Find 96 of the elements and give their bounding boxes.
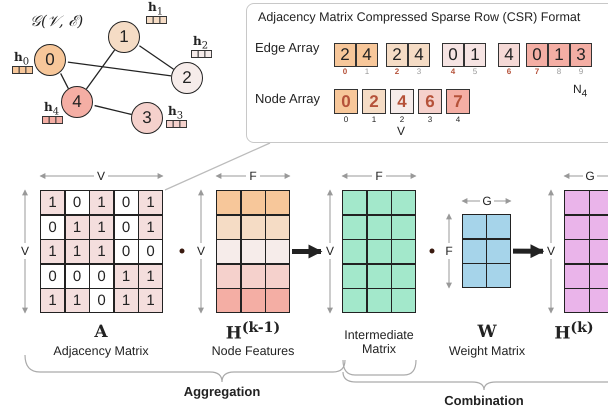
matrix-cell: 1 (41, 289, 64, 312)
index-number: 2 (398, 116, 406, 124)
matrix-symbol: W (476, 322, 498, 342)
index-number: 0 (342, 116, 350, 124)
graph-edge (139, 45, 174, 70)
matrix-cell: 0 (41, 264, 64, 288)
csr-panel (246, 3, 608, 143)
dimension-label: V (544, 243, 558, 259)
row-label: Node Array (255, 92, 320, 105)
index-number: 1 (364, 68, 370, 76)
graph-node: 2 (171, 62, 203, 94)
array-cell: 4 (408, 43, 430, 67)
matrix-cell: 0 (66, 264, 88, 288)
graph-node: 4 (61, 86, 93, 118)
index-number: 4 (450, 68, 456, 76)
matrix-cell: 0 (114, 191, 138, 214)
arrow (513, 244, 544, 258)
matrix-cell: 0 (66, 191, 88, 214)
array-cell: 4 (498, 43, 520, 67)
array-cell: 2 (362, 89, 386, 114)
index-number: 7 (534, 68, 540, 76)
matrix-cell: 0 (90, 289, 113, 312)
graph-edge (60, 73, 69, 89)
matrix-cell: 1 (114, 264, 138, 288)
matrix-cell: 1 (41, 240, 64, 263)
matrix-cell: 1 (139, 264, 162, 288)
matrix-caption: Node Features (210, 344, 296, 358)
arrow (292, 244, 322, 258)
node-label: h$_{2}$ (193, 34, 208, 52)
array-cell: 0 (334, 89, 358, 114)
graph-edge (68, 61, 172, 77)
graph-node: 0 (34, 44, 66, 76)
matrix-symbol: H$^{(k)}$ (553, 320, 595, 344)
index-number: 1 (370, 116, 378, 124)
group-label: Aggregation (182, 384, 262, 399)
array-cell: 7 (446, 89, 470, 114)
graph-title: 𝒢(𝒱, ℰ) (30, 14, 84, 29)
row-label: Edge Array (255, 41, 320, 54)
index-number: 3 (426, 116, 434, 124)
array-cell: 4 (356, 43, 378, 67)
index-number: 0 (342, 68, 348, 76)
node-label: h$_{1}$ (148, 0, 164, 18)
matrix-caption: Intermediate Matrix (343, 328, 415, 356)
matrix-cell: 1 (90, 240, 113, 263)
array-cell: 4 (390, 89, 414, 114)
node-label: h$_{0}$ (14, 50, 30, 68)
feature-matrix (216, 190, 290, 313)
weight-matrix (462, 214, 511, 288)
index-number: 3 (416, 68, 422, 76)
array-cell: 2 (386, 43, 408, 67)
matrix-cell: 0 (41, 216, 64, 238)
array-cell: 0 (442, 43, 464, 67)
index-number: 4 (454, 116, 462, 124)
array-cell: 1 (548, 43, 570, 67)
matrix-caption: Weight Matrix (448, 344, 526, 358)
index-number: 9 (578, 68, 584, 76)
matrix-cell: 0 (139, 240, 162, 263)
matrix-cell: 0 (114, 216, 138, 238)
matrix-symbol: A (93, 322, 109, 342)
adjacency-matrix (40, 190, 163, 313)
dimension-label: V (194, 243, 208, 259)
array-cell: 3 (570, 43, 592, 67)
graph-node: 3 (131, 102, 163, 134)
node-label: h$_{4}$ (44, 100, 60, 118)
matrix-cell: 1 (90, 191, 113, 214)
index-number: 2 (394, 68, 400, 76)
array-cell: 2 (334, 43, 356, 67)
matrix-cell: 1 (114, 289, 138, 312)
dimension-label: V (18, 243, 32, 259)
node-label: h$_{3}$ (168, 104, 184, 122)
matrix-cell: 1 (139, 289, 162, 312)
array-cell: 6 (418, 89, 442, 114)
matrix-cell: 1 (90, 216, 113, 238)
matrix-cell: 0 (114, 240, 138, 263)
graph-edge (86, 50, 116, 90)
panel-title: Adjacency Matrix Compressed Sparse Row (CSR) Format (258, 10, 580, 24)
array-cell: 1 (464, 43, 486, 67)
matrix-caption: Adjacency Matrix (52, 344, 150, 358)
zoom-line (164, 142, 270, 191)
group-label: Combination (443, 393, 525, 408)
index-number: 6 (506, 68, 512, 76)
graph-edge (94, 104, 132, 116)
matrix-cell: 1 (139, 216, 162, 238)
matrix-cell: 1 (66, 289, 88, 312)
matrix-cell: 1 (66, 216, 88, 238)
graph-node: 1 (108, 21, 140, 53)
array-cell: 0 (526, 43, 548, 67)
intermediate-matrix (342, 190, 416, 313)
matrix-cell: 1 (139, 191, 162, 214)
matrix-cell: 0 (90, 264, 113, 288)
index-number: 8 (556, 68, 562, 76)
matrix-cell: 1 (66, 240, 88, 263)
index-number: 5 (472, 68, 478, 76)
matrix-symbol: H$^{(k-1)}$ (224, 320, 282, 344)
matrix-cell: 1 (41, 191, 64, 214)
dimension-label: V (323, 243, 337, 259)
